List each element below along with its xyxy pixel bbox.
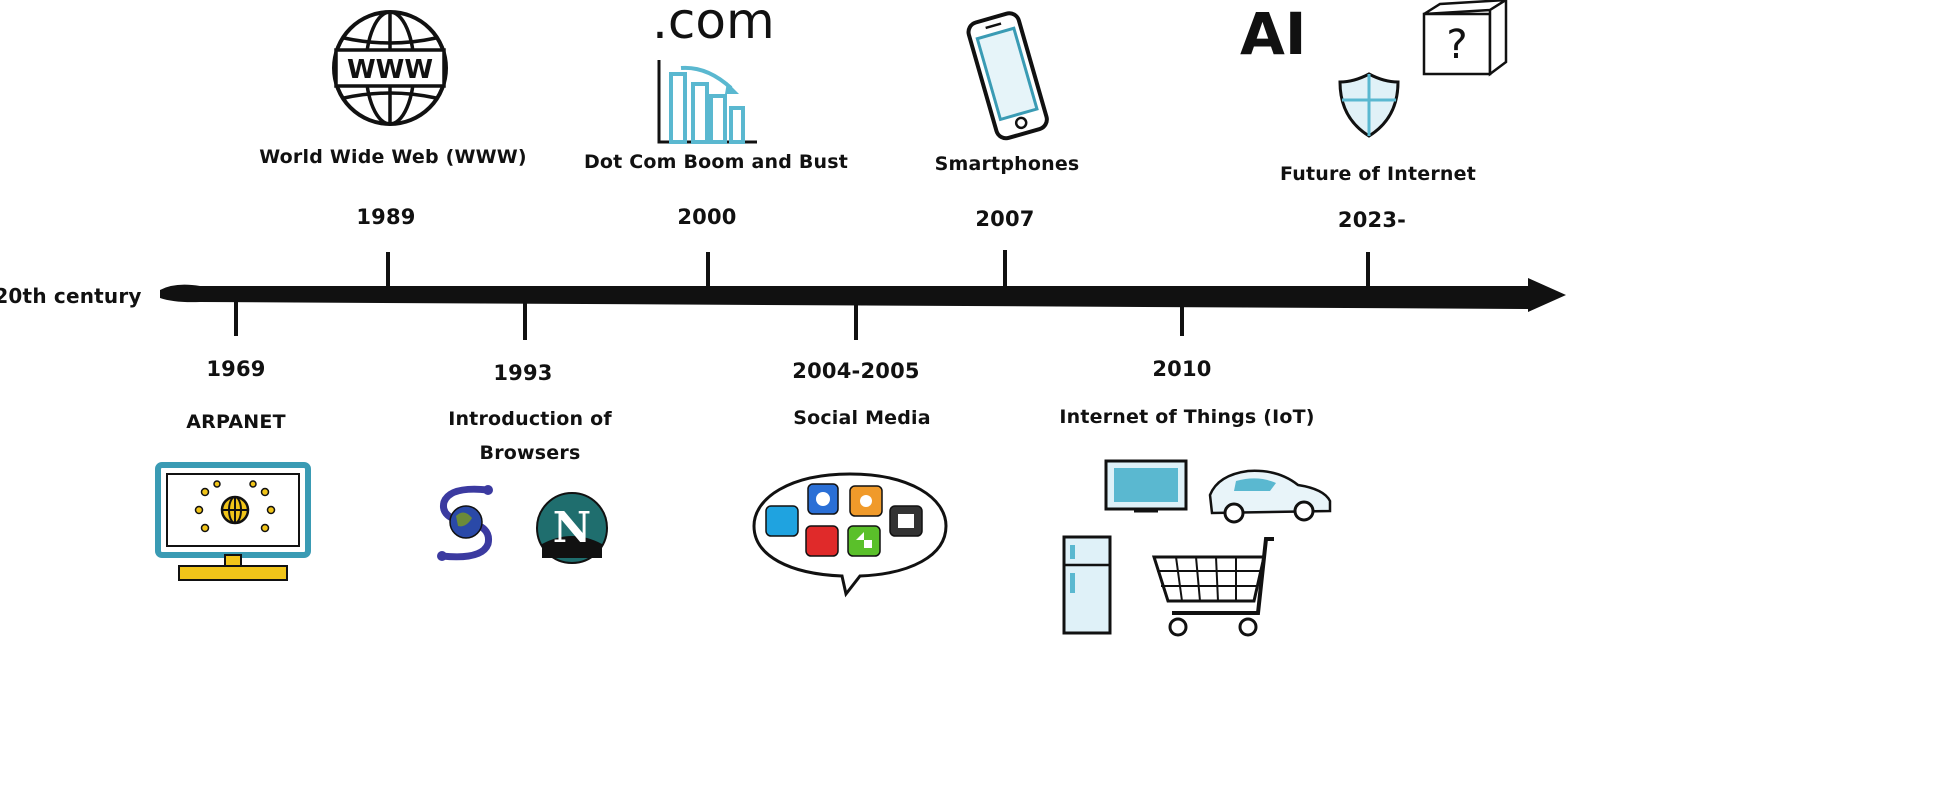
svg-text:WWW: WWW xyxy=(347,55,433,85)
iot-devices-icon xyxy=(1062,459,1332,637)
event-label-future: Future of Internet xyxy=(1279,163,1477,185)
globe-www-icon: WWW xyxy=(332,10,448,126)
year-1969: 1969 xyxy=(206,357,266,381)
year-1993: 1993 xyxy=(493,361,553,385)
smartphone-icon xyxy=(966,11,1049,141)
year-1989: 1989 xyxy=(356,205,416,229)
year-2004-2005: 2004-2005 xyxy=(792,359,920,383)
shield-icon xyxy=(1338,72,1400,138)
social-media-bubble-icon xyxy=(752,472,948,598)
event-label-browsers: Introduction of Browsers xyxy=(448,408,612,464)
event-label-www: World Wide Web (WWW) xyxy=(259,146,527,168)
start-label: 20th century xyxy=(0,284,142,308)
year-2023: 2023- xyxy=(1337,208,1407,232)
svg-text:N: N xyxy=(553,503,591,552)
year-2010: 2010 xyxy=(1152,357,1212,381)
event-label-dotcom: Dot Com Boom and Bust xyxy=(583,151,849,173)
event-label-social-media: Social Media xyxy=(793,407,931,429)
year-2007: 2007 xyxy=(975,207,1035,231)
event-label-smartphones: Smartphones xyxy=(934,153,1080,175)
browser-logos-icon: N xyxy=(437,485,608,564)
event-label-iot: Internet of Things (IoT) xyxy=(1059,406,1315,428)
dotcom-text: .com xyxy=(652,0,775,50)
year-2000: 2000 xyxy=(677,205,737,229)
declining-chart-icon xyxy=(657,60,757,144)
event-label-arpanet: ARPANET xyxy=(186,411,286,433)
svg-text:?: ? xyxy=(1446,22,1467,68)
question-box-icon: ? xyxy=(1422,0,1508,77)
ai-text: AI xyxy=(1240,0,1307,68)
computer-monitor-icon xyxy=(155,462,311,581)
